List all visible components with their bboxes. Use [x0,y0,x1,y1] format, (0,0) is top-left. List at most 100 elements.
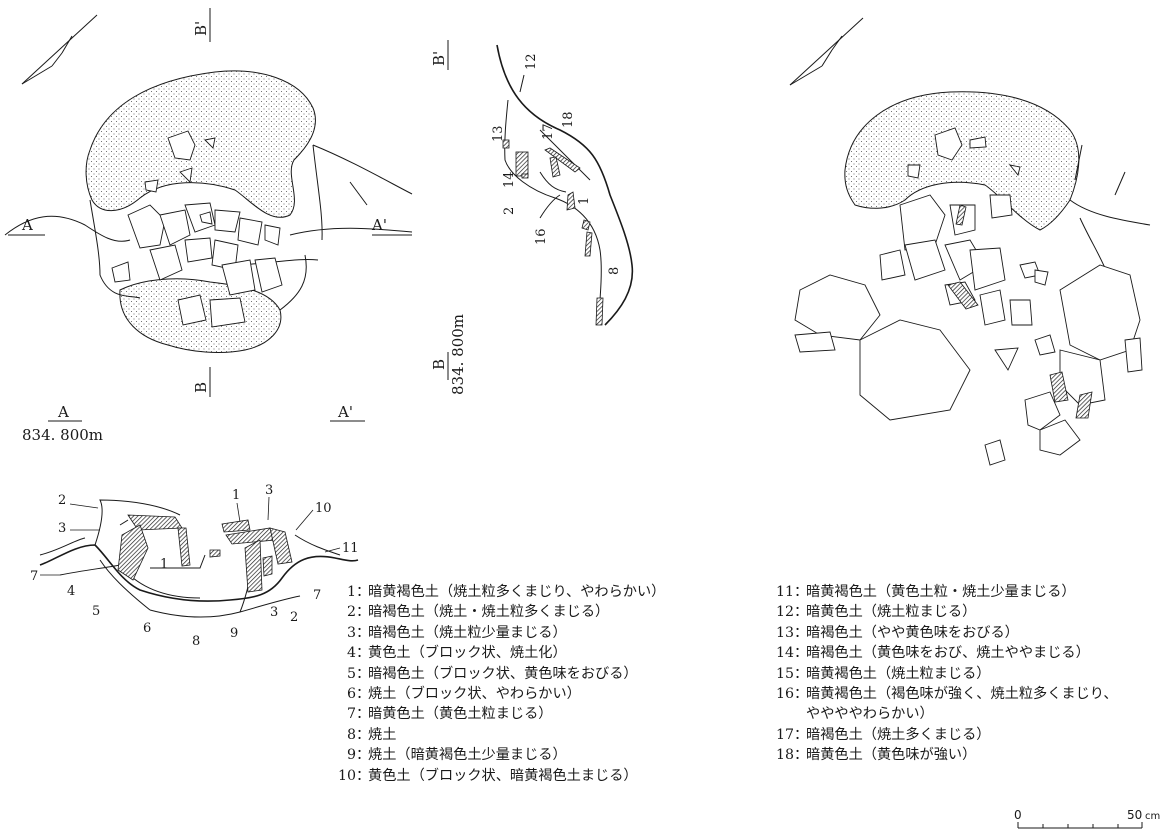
legend-item-number: 4 [346,645,356,662]
section-a-num-4: 4 [67,584,75,599]
elevation-label-b: 834. 800m [449,314,467,395]
legend-item-text: 暗黄褐色土（焼土粒多くまじり、やわらかい） [368,584,666,600]
section-a-num-3-left: 3 [58,521,66,536]
legend-item-text: 暗褐色土（焼土・焼土粒多くまじる） [368,604,610,621]
section-a-num-11: 11 [342,541,359,556]
section-a-num-8: 8 [192,634,200,649]
legend-item-separator: ： [356,706,371,723]
legend-item-number: 14 [775,645,794,662]
legend-item-separator: ： [356,726,371,743]
section-a-num-3-top: 3 [265,483,273,498]
legend-item-number: 9 [346,747,356,764]
label-a-elev: A [57,403,69,421]
section-a-num-2-bottom: 2 [290,610,298,625]
legend-item-separator: ： [356,665,371,682]
label-b-section: B [430,359,448,370]
section-a-num-3-bottom: 3 [270,605,278,620]
section-a-num-1-center: 1 [160,557,168,572]
section-b-num-12: 12 [524,53,539,70]
legend-item-text: 暗褐色土（ブロック状、黄色味をおびる） [368,665,638,682]
legend-item-separator: ： [356,604,371,621]
legend-item-text: 暗黄褐色土（黄色土粒・焼土少量まじる） [806,584,1076,600]
section-b-num-17: 17 [541,123,556,140]
legend-item-separator: ： [794,665,809,682]
stone-cluster-right [794,127,1143,466]
legend-item-separator: ： [794,645,809,662]
legend-item: ややややわらかい） [770,704,1118,724]
legend-item: 7：暗黄色土（黄色土粒まじる） [332,704,665,724]
legend-item: 10：黄色土（ブロック状、暗黄褐色土まじる） [332,766,665,786]
elevation-label-a: 834. 800m [22,426,103,444]
section-a-num-10: 10 [315,501,332,516]
legend-item-separator: ： [794,747,809,764]
soil-legend-right: 11：暗黄褐色土（黄色土粒・焼土少量まじる）12：暗黄色土（焼土粒まじる）13：… [770,582,1118,766]
legend-item: 4：黄色土（ブロック状、焼土化） [332,643,665,663]
legend-item-number: 16 [775,686,794,703]
section-a-num-5: 5 [92,604,100,619]
legend-item-text: 暗褐色土（焼土粒少量まじる） [368,624,567,641]
legend-item-text: 暗褐色土（焼土多くまじる） [806,726,991,743]
soil-legend-left: 1：暗黄褐色土（焼土粒多くまじり、やわらかい）2：暗褐色土（焼土・焼土粒多くまじ… [332,582,665,786]
legend-item-text: 暗黄色土（黄色味が強い） [806,747,977,764]
legend-item-number: 12 [775,604,794,621]
legend-item-number: 8 [346,726,356,743]
legend-item-number: 15 [775,665,794,682]
section-b-num-8: 8 [607,267,622,275]
burnt-soil-area [85,70,316,218]
legend-item-number: 6 [346,686,356,703]
legend-item: 11：暗黄褐色土（黄色土粒・焼土少量まじる） [770,582,1118,602]
legend-item: 6：焼土（ブロック状、やわらかい） [332,684,665,704]
legend-item: 14：暗褐色土（黄色味をおび、焼土ややまじる） [770,643,1118,663]
legend-item-text: 焼土（暗黄褐色土少量まじる） [368,747,567,764]
section-b-num-16: 16 [534,228,549,245]
legend-item-separator: ： [356,645,371,662]
section-a-num-2-left: 2 [58,493,66,508]
legend-item-separator: ： [794,726,809,743]
legend-item: 18：暗黄色土（黄色味が強い） [770,745,1118,765]
legend-item-number: 18 [775,747,794,764]
stone-cluster [111,130,283,328]
section-b-num-2: 2 [502,207,517,215]
scale-unit: cm [1145,811,1160,822]
section-b-num-18: 18 [561,111,576,128]
legend-item-number: 2 [346,604,356,621]
scale-zero: 0 [1014,808,1022,822]
legend-item: 15：暗黄褐色土（焼土粒まじる） [770,664,1118,684]
legend-item: 12：暗黄色土（焼土粒まじる） [770,602,1118,622]
north-arrow-icon [21,14,98,85]
legend-item-number: 7 [346,706,356,723]
legend-item-text: 暗黄色土（焼土粒まじる） [806,604,977,621]
north-arrow-icon-right [789,17,864,86]
section-b-num-1: 1 [577,197,592,205]
label-a-left: A [21,216,33,234]
legend-item-separator: ： [356,584,371,600]
legend-item-separator: ： [356,747,371,764]
section-a [39,499,359,618]
legend-item: 9：焼土（暗黄褐色土少量まじる） [332,745,665,765]
legend-item-separator: ： [794,604,809,621]
plan-view-left [4,8,413,422]
legend-item-number: 17 [775,726,794,743]
legend-item: 8：焼土 [332,725,665,745]
legend-item-number: 11 [775,584,794,600]
legend-item-text: 暗黄褐色土（褐色味が強く、焼土粒多くまじり、 [806,686,1118,703]
legend-item-text: ややややわらかい） [806,706,934,723]
section-a-num-7-left: 7 [30,569,38,584]
label-b-prime-section: B' [430,51,448,66]
legend-item-text: 黄色土（ブロック状、暗黄褐色土まじる） [368,767,638,784]
legend-item-separator: ： [356,767,371,784]
legend-item-number: 3 [346,624,356,641]
legend-item-number: 10 [337,767,356,784]
section-b-num-14: 14 [502,171,517,188]
section-b-num-13: 13 [491,125,506,142]
legend-item: 1：暗黄褐色土（焼土粒多くまじり、やわらかい） [332,582,665,602]
legend-item-separator: ： [356,624,371,641]
legend-item: 3：暗褐色土（焼土粒少量まじる） [332,623,665,643]
section-a-num-1-top: 1 [232,488,240,503]
legend-item-text: 暗黄褐色土（焼土粒まじる） [806,665,991,682]
legend-item-separator: ： [794,624,809,641]
legend-item: 13：暗褐色土（やや黄色味をおびる） [770,623,1118,643]
scale-bar [1017,822,1143,829]
label-a-prime-right: A' [371,216,387,234]
